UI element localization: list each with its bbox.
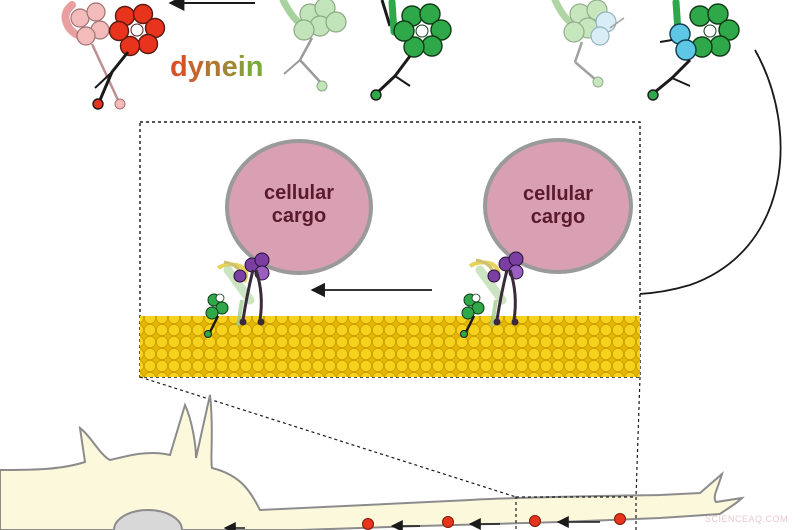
cargo-right-line2: cargo [531, 206, 585, 228]
dynein-dynactin-complex-left [204, 252, 270, 338]
lis1-bound-inactive-icon [551, 0, 625, 88]
zoom-box: cellular cargo cellular cargo [139, 121, 641, 378]
top-row-dyneins: dynein [61, 0, 782, 301]
inactive-dynein-icon [279, 0, 347, 92]
watermark: SCIENCEAQ.COM [705, 514, 788, 524]
dynein-label-letter: i [238, 51, 246, 83]
cellular-cargo-right: cellular cargo [483, 138, 633, 274]
lis1-bound-open-icon [647, 0, 740, 101]
vesicle [362, 518, 374, 530]
cargo-left-line1: cellular [264, 182, 334, 204]
zoom-guide-right [635, 376, 641, 498]
dynein-label-letter: n [204, 51, 222, 83]
microtubule [140, 316, 640, 377]
dynein-label-letter: e [222, 51, 238, 83]
active-dynein-icon [61, 1, 166, 110]
cargo-left-line2: cargo [272, 205, 326, 227]
cellular-cargo-left: cellular cargo [225, 139, 373, 275]
dynein-label-letter: d [170, 51, 188, 83]
dynein-label-letter: n [246, 51, 264, 83]
nucleus [113, 509, 183, 530]
vesicle [614, 513, 626, 525]
dynein-label: dynein [170, 51, 264, 83]
open-dynein-icon [370, 0, 452, 101]
axon-zoom-box [515, 496, 637, 530]
cargo-right-line1: cellular [523, 183, 593, 205]
vesicle [442, 516, 454, 528]
axon-transport [223, 513, 626, 530]
neuron [0, 394, 745, 530]
vesicle [529, 515, 541, 527]
dynein-label-letter: y [188, 51, 204, 83]
dynein-dynactin-complex-right [460, 251, 524, 338]
